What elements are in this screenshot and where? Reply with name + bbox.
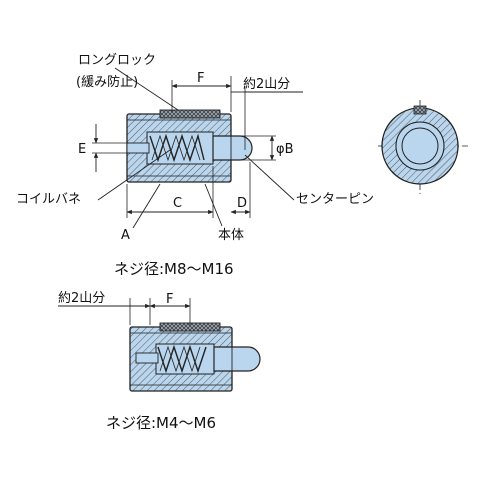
label-coil-spring: コイルバネ — [16, 192, 81, 207]
label-two-threads-top: 約2山分 — [243, 77, 290, 92]
caption-large: ネジ径:M8〜M16 — [114, 260, 234, 278]
coil-spring-small — [157, 344, 207, 374]
dim-f-top: F — [197, 71, 204, 86]
end-view — [378, 100, 470, 194]
dim-a: A — [121, 228, 130, 243]
plunger-large — [126, 109, 253, 183]
label-long-lock: ロングロック — [78, 53, 156, 68]
label-center-pin: センターピン — [296, 192, 374, 207]
label-anti-loosening: (緩み防止) — [76, 74, 138, 90]
coil-spring-large — [149, 133, 205, 163]
label-two-threads-bottom: 約2山分 — [58, 291, 105, 306]
dim-f-bottom: F — [166, 292, 173, 307]
center-pin-small — [213, 346, 261, 372]
dim-d: D — [237, 196, 247, 211]
plunger-small — [129, 322, 261, 392]
dim-c: C — [173, 196, 182, 211]
long-lock-patch — [159, 109, 221, 119]
dim-phi-b: φB — [276, 142, 294, 157]
label-main-body: 本体 — [218, 228, 244, 243]
dim-e: E — [78, 142, 86, 157]
caption-small: ネジ径:M4〜M6 — [106, 414, 216, 432]
